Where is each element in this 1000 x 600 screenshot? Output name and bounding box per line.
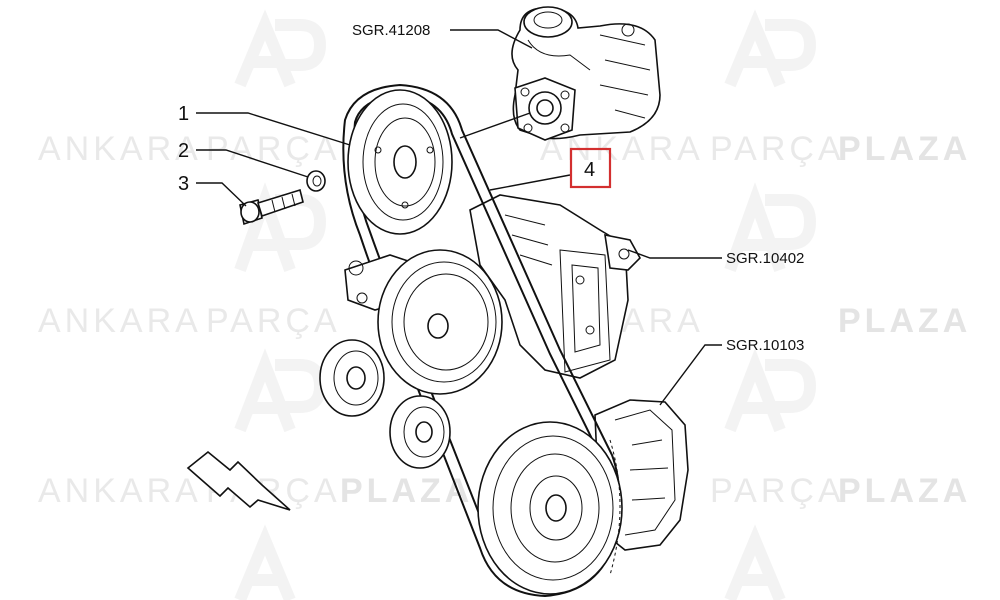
watermark-word-ankara: ANKARA — [38, 472, 202, 510]
callout-3: 3 — [178, 173, 189, 195]
idler-pulley-left — [319, 339, 385, 417]
watermark-word-plaza: PLAZA — [838, 302, 971, 340]
pulley-crank — [477, 421, 623, 595]
callout-4: 4 — [584, 159, 595, 181]
steering-pump — [511, 6, 661, 141]
watermark-word-plaza: PLAZA — [838, 130, 971, 168]
watermark-word-ankara: ANKARA — [38, 130, 202, 168]
watermark-logo-7 — [234, 524, 786, 600]
pulley-middle — [377, 249, 503, 395]
ref-alternator: SGR.10402 — [726, 250, 804, 267]
watermark-word-parca: PARÇA — [710, 472, 845, 510]
callout-4-highlight-box — [569, 147, 612, 189]
callout-1: 1 — [178, 103, 189, 125]
alternator — [469, 194, 641, 379]
watermark-layer: ANKARA PARÇA ANKARA PARÇA PLAZA ANKARA P… — [38, 9, 971, 600]
pulley-top — [347, 89, 453, 235]
part-references: SGR.41208 SGR.10402 SGR.10103 — [352, 22, 804, 354]
ref-pump: SGR.41208 — [352, 22, 430, 39]
watermark-row-2: ANKARA PARÇA ANKARA PLAZA — [38, 302, 971, 340]
watermark-word-ankara: ANKARA — [38, 302, 202, 340]
leader-lines — [196, 29, 722, 406]
callouts: 1 2 3 4 — [178, 103, 612, 195]
watermark-word-parca: PARÇA — [206, 130, 341, 168]
watermark-row-1: ANKARA PARÇA ANKARA PARÇA PLAZA — [38, 130, 971, 168]
watermark-word-plaza: PLAZA — [340, 472, 473, 510]
washer — [306, 170, 326, 192]
watermark-logo-5 — [234, 348, 327, 433]
watermark-word-parca: PARÇA — [206, 302, 341, 340]
watermark-logo-1 — [234, 9, 327, 88]
idler-pulley-lower — [389, 395, 451, 469]
ref-water-pump: SGR.10103 — [726, 337, 804, 354]
watermark-logo-6 — [724, 348, 817, 433]
watermark-logo-2 — [724, 9, 817, 88]
watermark-logo-4 — [724, 182, 817, 273]
direction-arrow-icon — [186, 450, 291, 511]
watermark-word-parca: PARÇA — [710, 130, 845, 168]
watermark-word-plaza: PLAZA — [838, 472, 971, 510]
callout-2: 2 — [178, 140, 189, 162]
